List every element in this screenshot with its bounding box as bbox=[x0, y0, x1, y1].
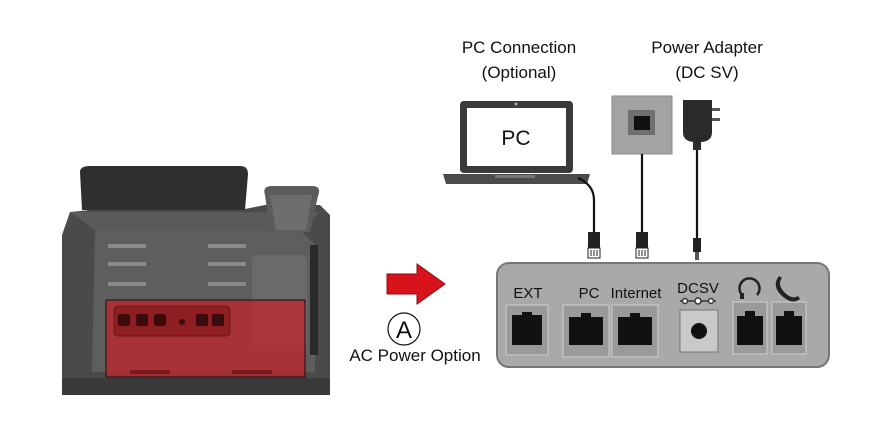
dc-polarity-icon bbox=[680, 297, 716, 305]
ext-port bbox=[505, 304, 549, 356]
laptop-screen-label: PC bbox=[501, 127, 530, 150]
power-adapter-label-line1: Power Adapter bbox=[651, 38, 763, 57]
power-adapter-icon bbox=[683, 100, 720, 150]
phone-back-view bbox=[62, 166, 330, 395]
pc-connection-label-line2: (Optional) bbox=[482, 63, 557, 82]
handset-icon bbox=[775, 276, 800, 302]
power-adapter-label-line2: (DC SV) bbox=[675, 63, 738, 82]
dc-port-label: DCSV bbox=[677, 280, 719, 297]
pc-port bbox=[562, 304, 610, 358]
rj45-connector-internet bbox=[635, 232, 649, 259]
phone-port-icons bbox=[118, 314, 224, 326]
headset-port bbox=[732, 301, 768, 355]
ext-port-label: EXT bbox=[513, 285, 542, 302]
port-panel: EXT PC Internet DCSV bbox=[496, 262, 830, 368]
dc-port bbox=[679, 309, 719, 353]
internet-port-label: Internet bbox=[611, 285, 663, 302]
direction-arrow bbox=[386, 263, 446, 305]
internet-port bbox=[611, 304, 659, 358]
laptop-icon: PC bbox=[443, 101, 590, 184]
option-letter: A bbox=[396, 317, 412, 344]
handset-port bbox=[771, 301, 807, 355]
cables bbox=[577, 150, 699, 240]
option-a-marker: A bbox=[387, 312, 421, 346]
pc-connection-label-line1: PC Connection bbox=[462, 38, 576, 57]
ac-power-option-label: AC Power Option bbox=[349, 346, 480, 365]
headset-icon bbox=[738, 277, 761, 299]
rj45-connector-pc bbox=[587, 232, 601, 259]
pc-port-label: PC bbox=[579, 285, 600, 302]
wall-jack-icon bbox=[611, 95, 673, 155]
dc-plug bbox=[693, 238, 701, 260]
